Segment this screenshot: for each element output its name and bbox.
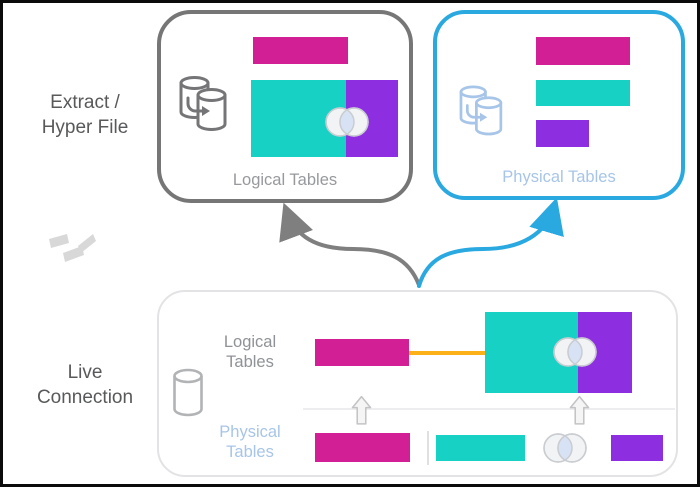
join-venn-icon <box>553 337 597 367</box>
live-connection-box: Logical Tables Physical Tables <box>157 290 678 477</box>
join-venn-icon <box>543 433 587 463</box>
column-divider <box>427 431 429 465</box>
extract-logical-tables-box: Logical Tables <box>157 10 413 203</box>
row-divider <box>303 408 675 410</box>
extract-label-line2: Hyper File <box>41 117 129 138</box>
extract-hyper-file-label: Extract / Hyper File <box>10 90 160 140</box>
magenta-logical-table-bar <box>315 339 409 366</box>
up-arrow-icon <box>569 395 590 425</box>
magenta-logical-table-bar <box>253 37 348 64</box>
extract-physical-tables-box: Physical Tables <box>433 10 685 200</box>
blue-curved-arrow <box>417 197 564 288</box>
database-extract-icon <box>171 70 233 136</box>
live-connection-label: Live Connection <box>10 360 160 410</box>
physical-label-line1: Physical <box>219 423 281 441</box>
live-label-line2: Connection <box>36 387 134 408</box>
up-arrow-icon <box>351 395 372 425</box>
logical-tables-caption: Logical Tables <box>232 171 338 189</box>
teal-physical-table-bar <box>536 80 630 106</box>
extract-label-line1: Extract / <box>50 92 120 113</box>
physical-tables-label: Physical Tables <box>195 423 305 462</box>
purple-physical-table-bar <box>536 120 589 147</box>
magenta-physical-table-bar <box>536 37 630 65</box>
physical-label-line2: Tables <box>226 442 274 461</box>
live-label-line1: Live <box>67 362 103 383</box>
relationship-line <box>409 351 485 355</box>
purple-physical-table-bar <box>611 435 663 461</box>
gray-curved-arrow <box>279 202 421 287</box>
join-venn-icon <box>325 107 369 137</box>
logical-label-line1: Logical <box>223 333 277 351</box>
decorative-dash-marks-icon <box>49 234 96 262</box>
logical-label-line2: Tables <box>226 352 274 371</box>
logical-tables-label: Logical Tables <box>195 333 305 372</box>
teal-physical-table-bar <box>436 435 525 461</box>
database-icon <box>170 367 206 419</box>
magenta-physical-table-bar <box>315 433 410 462</box>
physical-tables-caption: Physical Tables <box>502 168 616 186</box>
database-extract-icon <box>451 81 509 139</box>
